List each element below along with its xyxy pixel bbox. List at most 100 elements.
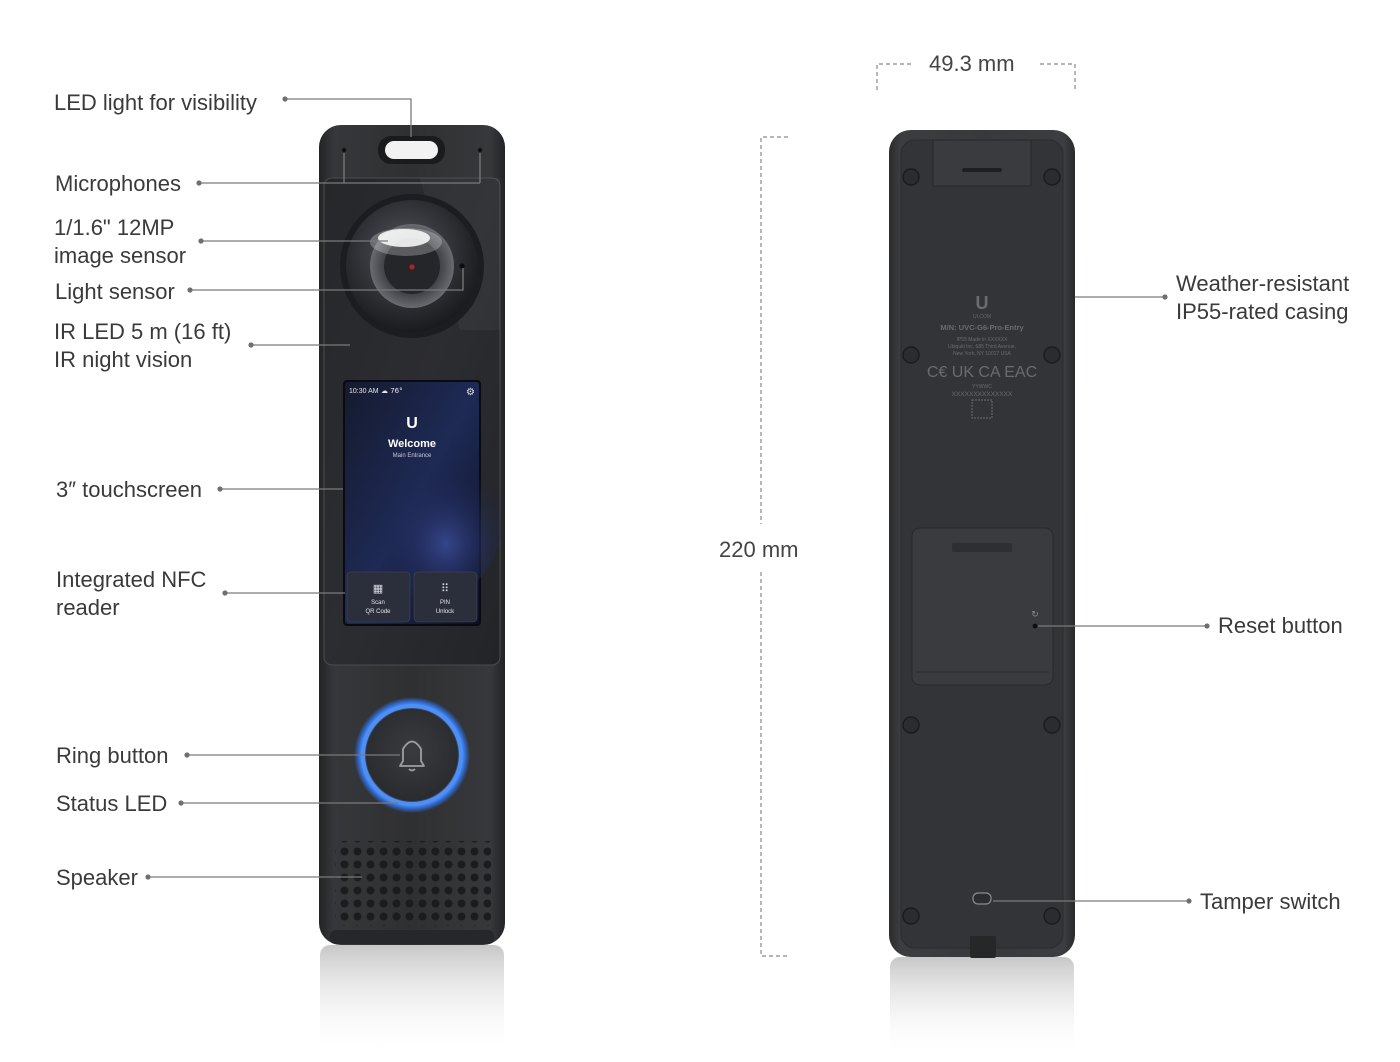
leader-dot <box>1162 294 1168 300</box>
scan-qr-button[interactable]: ▦ Scan QR Code <box>346 571 411 623</box>
screen-logo: U <box>406 415 418 432</box>
label-ir-led: IR LED 5 m (16 ft) IR night vision <box>54 318 231 374</box>
screw-icon <box>1043 346 1061 364</box>
leader-microphones <box>199 153 481 184</box>
width-dimension-left <box>876 63 912 90</box>
height-dimension-top <box>760 136 788 524</box>
top-mount-notch <box>962 168 1002 172</box>
back-reflection <box>890 957 1074 1057</box>
label-status-led: Status LED <box>56 791 168 816</box>
label-microphones: Microphones <box>55 171 181 196</box>
label-reset-button: Reset button <box>1218 613 1343 638</box>
label-nfc-line1: Integrated NFC <box>56 567 207 592</box>
screen-welcome: Welcome <box>388 438 436 450</box>
leader-lines <box>148 98 1207 902</box>
front-reflection <box>320 945 504 1055</box>
screen-wallpaper-blob <box>362 440 502 600</box>
scan-qr-button-bg <box>346 571 411 623</box>
back-brand: UI.COM <box>973 314 991 320</box>
label-nfc-line2: reader <box>56 595 120 620</box>
light-sensor <box>459 263 465 269</box>
scan-qr-button-line2: QR Code <box>365 609 391 615</box>
leader-dot <box>178 800 184 806</box>
leader-dot <box>184 752 190 758</box>
label-image-sensor-line2: image sensor <box>54 243 187 268</box>
back-qr-code <box>971 399 993 419</box>
screw-icon <box>902 716 920 734</box>
screen-weather: ☁ 76° <box>381 387 403 395</box>
back-device: U UI.COM M/N: UVC-G6-Pro-Entry IP55 Made… <box>889 130 1075 1057</box>
screw-icon <box>902 346 920 364</box>
leader-light-sensor <box>190 268 464 291</box>
gear-icon[interactable]: ⚙ <box>466 387 475 398</box>
label-image-sensor-line1: 1/1.6" 12MP <box>54 215 175 240</box>
leader-dot <box>198 238 204 244</box>
touchscreen[interactable]: 10:30 AM ☁ 76° ⚙ U Welcome Main Entrance… <box>343 380 502 626</box>
qr-code-icon: ▦ <box>373 582 383 595</box>
microphone-left <box>341 147 347 153</box>
label-light-sensor: Light sensor <box>55 279 175 304</box>
screen-time: 10:30 AM <box>349 388 379 395</box>
leader-dot <box>1204 623 1210 629</box>
leader-dot <box>187 287 193 293</box>
screw-icon <box>1043 907 1061 925</box>
screw-icon <box>902 168 920 186</box>
back-address-2: New York, NY 10017 USA <box>953 351 1011 357</box>
top-mount-slot <box>932 139 1032 187</box>
lens-red-dot <box>409 264 415 270</box>
ring-button-face <box>366 709 458 801</box>
back-model: M/N: UVC-G6-Pro-Entry <box>940 323 1024 332</box>
lens-highlight <box>378 229 430 247</box>
screw-icon <box>1043 168 1061 186</box>
back-cavity <box>911 527 1054 686</box>
dimension-lines <box>760 63 1076 957</box>
leader-dot <box>145 874 151 880</box>
label-touchscreen: 3″ touchscreen <box>56 477 202 502</box>
back-serial: XXXXXXXXXXXXXX <box>952 391 1013 398</box>
width-dimension-right <box>1040 63 1076 90</box>
back-rating: IP55 Made in XXXXXX <box>957 337 1009 343</box>
screw-icon <box>902 907 920 925</box>
label-led-light: LED light for visibility <box>54 90 257 115</box>
leader-dot <box>1186 898 1192 904</box>
pin-unlock-button-line2: Unlock <box>436 609 455 615</box>
back-logo: U <box>976 293 989 313</box>
speaker-grille <box>335 841 491 926</box>
label-tamper-switch: Tamper switch <box>1200 889 1341 914</box>
screw-icon <box>1043 716 1061 734</box>
leader-led-light <box>285 98 412 137</box>
bell-icon <box>399 740 425 772</box>
screws <box>902 168 1061 925</box>
pin-unlock-button[interactable]: ⠿ PIN Unlock <box>413 571 478 623</box>
label-ir-led-line2: IR night vision <box>54 347 193 372</box>
leader-dot <box>217 486 223 492</box>
label-casing: Weather-resistant IP55-rated casing <box>1176 270 1349 326</box>
scan-qr-button-line1: Scan <box>371 600 385 606</box>
label-image-sensor: 1/1.6" 12MP image sensor <box>54 214 186 270</box>
front-bottom-edge <box>330 930 494 944</box>
pin-unlock-button-line1: PIN <box>440 600 450 606</box>
height-dimension-bottom <box>760 572 788 957</box>
lens-highlight-soft <box>370 228 442 256</box>
label-ir-led-line1: IR LED 5 m (16 ft) <box>54 319 232 344</box>
leader-dot <box>196 180 202 186</box>
back-cavity-tab <box>952 543 1012 552</box>
screen-location: Main Entrance <box>393 453 432 459</box>
label-speaker: Speaker <box>56 865 138 890</box>
microphone-right <box>477 147 483 153</box>
reset-icon: ↻ <box>1031 610 1039 620</box>
back-address-1: Ubiquiti Inc. 685 Third Avenue, <box>948 344 1016 350</box>
leader-dot <box>248 342 254 348</box>
front-device: 10:30 AM ☁ 76° ⚙ U Welcome Main Entrance… <box>319 125 505 1055</box>
tamper-switch[interactable] <box>972 892 992 905</box>
keypad-icon: ⠿ <box>441 582 449 595</box>
dimension-width-label: 49.3 mm <box>929 51 1015 76</box>
reset-button[interactable] <box>1032 623 1038 629</box>
pin-unlock-button-bg <box>413 571 478 623</box>
back-print: U UI.COM M/N: UVC-G6-Pro-Entry IP55 Made… <box>927 293 1037 419</box>
led-light <box>385 141 438 159</box>
back-certs: C€ UK CA EAC <box>927 364 1037 381</box>
label-ring-button: Ring button <box>56 743 169 768</box>
dimension-height-label: 220 mm <box>719 532 799 568</box>
